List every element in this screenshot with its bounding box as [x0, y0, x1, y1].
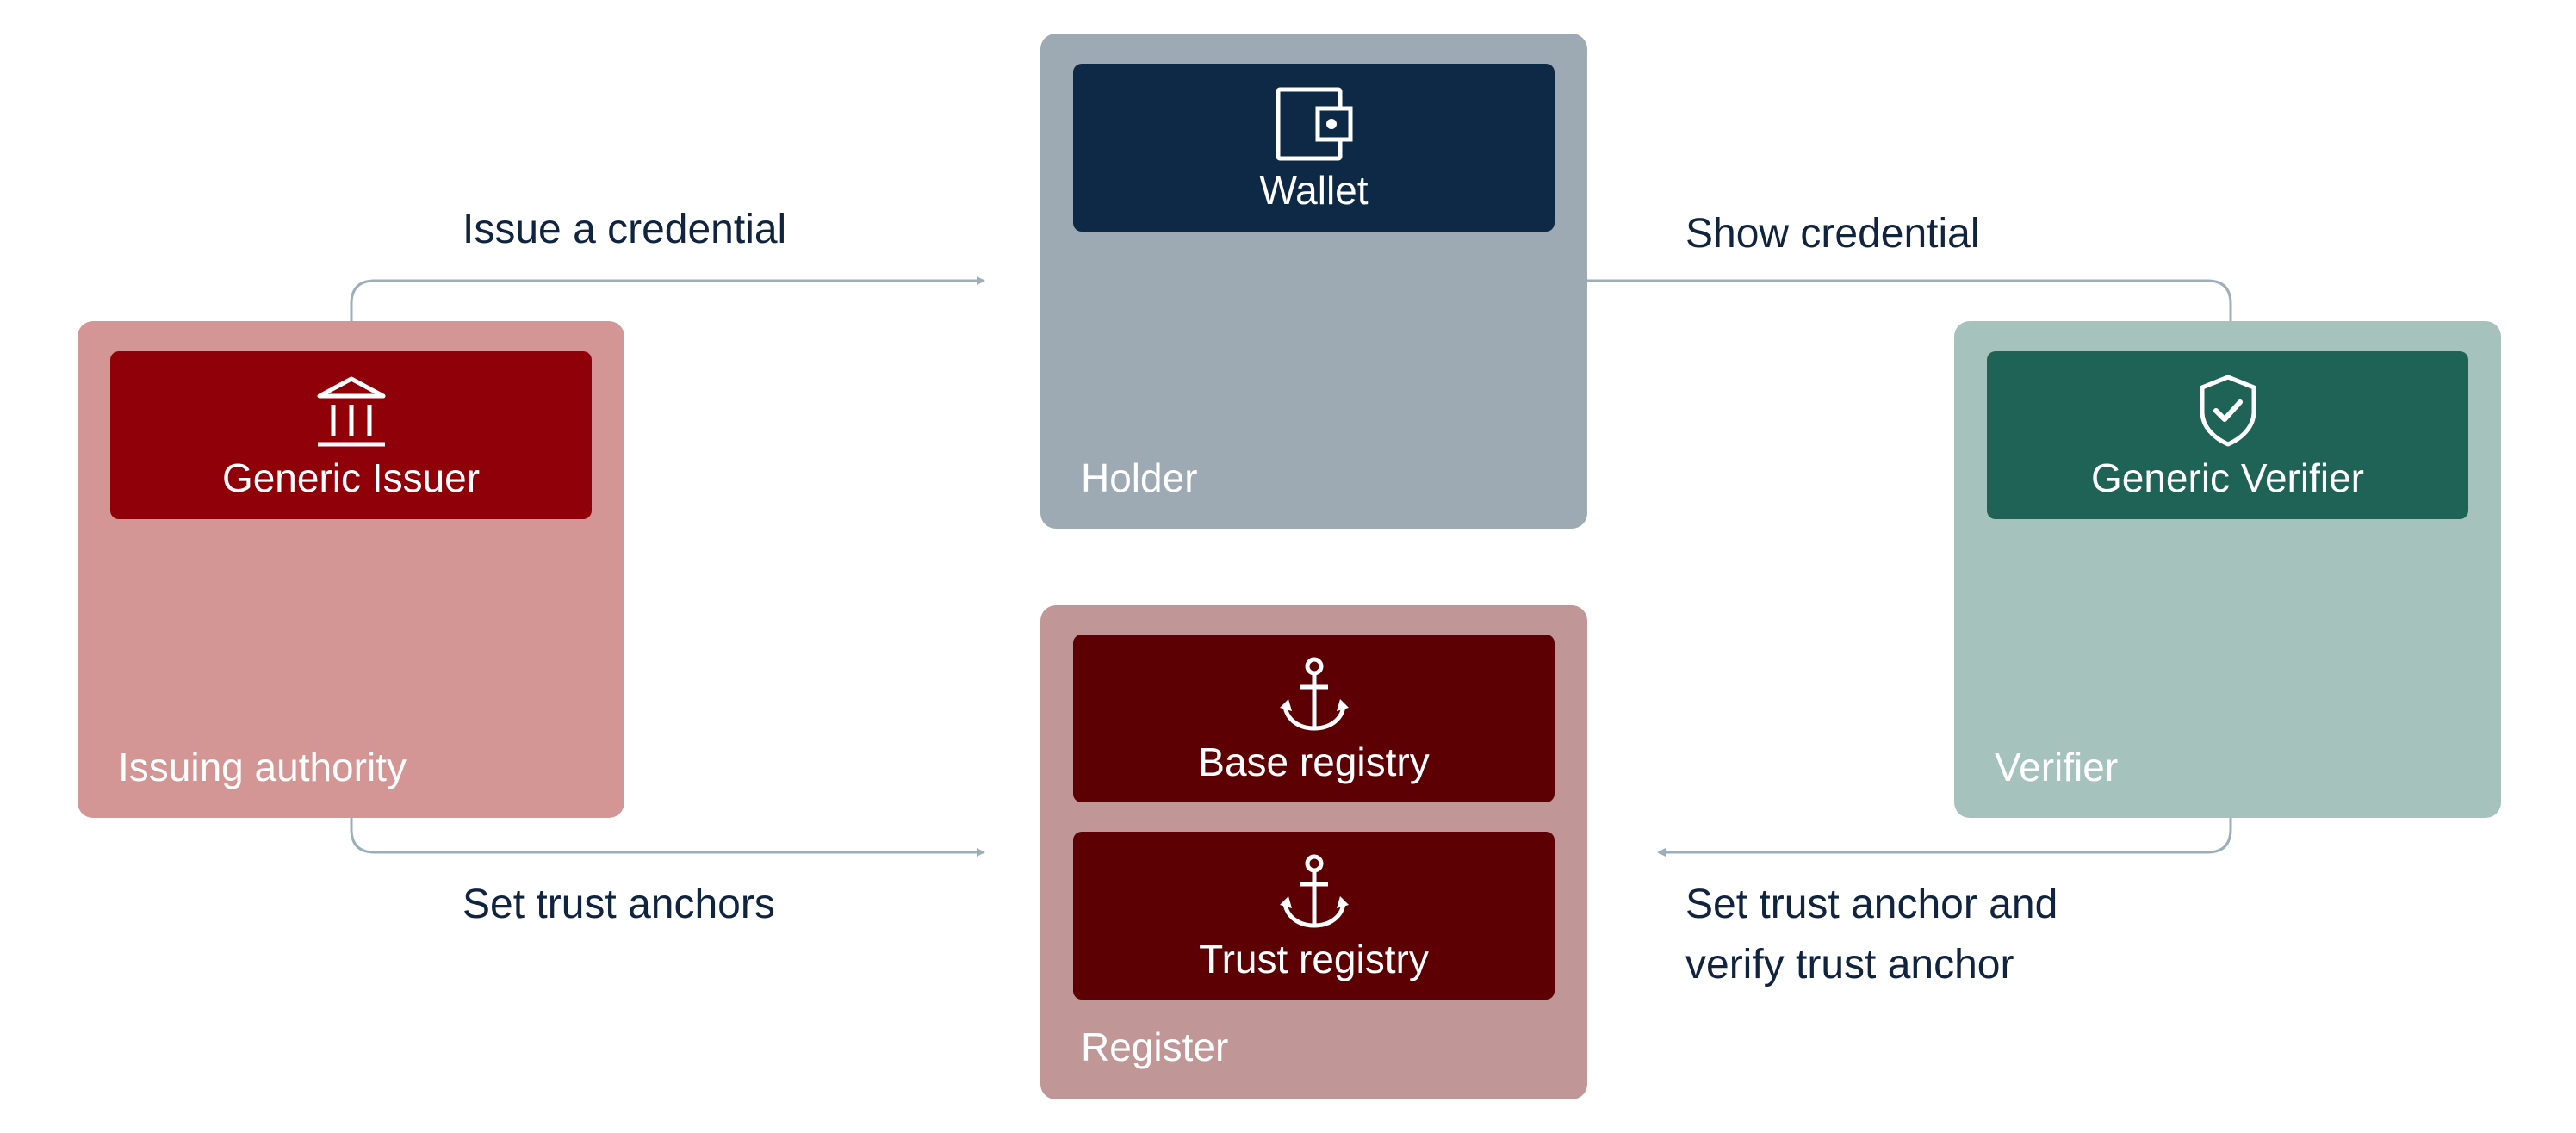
trust-registry-label: Trust registry: [1199, 936, 1429, 981]
issuing-authority-group: Generic Issuer Issuing authority: [78, 321, 624, 818]
wallet-card: Wallet: [1073, 64, 1555, 232]
show-connector: [1587, 279, 2232, 321]
bank-icon: [317, 376, 385, 446]
anchor-icon: [1279, 657, 1349, 731]
verify-label-line2: verify trust anchor: [1685, 941, 2014, 988]
base-registry-card: Base registry: [1073, 635, 1555, 802]
anchor-icon: [1279, 854, 1349, 928]
generic-verifier-card: Generic Verifier: [1987, 351, 2468, 519]
verify-trust-anchor-label: Set trust anchor and verify trust anchor: [1685, 875, 2058, 994]
trust-registry-card: Trust registry: [1073, 832, 1555, 1000]
register-label: Register: [1081, 1025, 1229, 1069]
holder-label: Holder: [1081, 455, 1198, 500]
wallet-label: Wallet: [1259, 167, 1369, 213]
wallet-icon: [1276, 87, 1352, 160]
issuing-authority-label: Issuing authority: [118, 745, 407, 789]
verifier-label: Verifier: [1995, 745, 2119, 789]
verify-connector: [1657, 818, 2232, 857]
holder-group: Wallet Holder: [1040, 34, 1587, 529]
set-anchors-connector: [350, 818, 985, 857]
generic-issuer-card: Generic Issuer: [110, 351, 592, 519]
issue-connector: [350, 276, 985, 321]
generic-verifier-label: Generic Verifier: [2090, 455, 2364, 500]
issue-credential-label: Issue a credential: [462, 207, 787, 252]
register-group: Base registry Trust registry Register: [1040, 605, 1587, 1099]
generic-issuer-label: Generic Issuer: [221, 455, 481, 500]
set-trust-anchors-label: Set trust anchors: [462, 882, 775, 927]
verifier-group: Generic Verifier Verifier: [1954, 321, 2501, 818]
verify-label-line1: Set trust anchor and: [1685, 882, 2058, 927]
show-credential-label: Show credential: [1685, 211, 1980, 257]
shield-check-icon: [2200, 375, 2256, 446]
base-registry-label: Base registry: [1198, 739, 1430, 784]
